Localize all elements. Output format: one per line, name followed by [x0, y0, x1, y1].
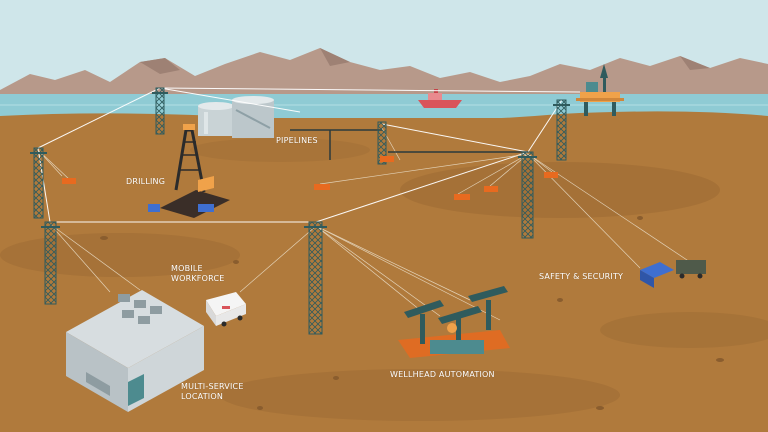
- label-multi-service-location: MULTI-SERVICE LOCATION: [181, 382, 244, 402]
- label-multi-service-line2: LOCATION: [181, 392, 224, 401]
- transmission-tower-icon: [304, 221, 327, 335]
- offshore-platform-icon: [576, 64, 624, 116]
- transmission-tower-icon: [377, 121, 387, 165]
- storage-tank-icon: [198, 96, 274, 138]
- pumpjack-icon: [62, 156, 558, 200]
- truck-icon: [640, 260, 706, 288]
- network-links: [37, 87, 581, 223]
- mountain-range: [0, 48, 768, 100]
- transmission-tower-icon: [553, 99, 570, 161]
- drilling-rig-icon: [148, 124, 230, 218]
- building-icon: [66, 290, 204, 412]
- pipeline: [290, 129, 528, 160]
- transmission-tower-icon: [152, 87, 168, 135]
- label-safety-security: SAFETY & SECURITY: [539, 272, 624, 281]
- ambulance-icon: [206, 292, 246, 327]
- rocks: [100, 216, 724, 410]
- transmission-tower-icon: [518, 151, 537, 239]
- label-wellhead-automation: WELLHEAD AUTOMATION: [390, 370, 495, 379]
- label-mobile-workforce: MOBILE WORKFORCE: [171, 264, 225, 284]
- label-multi-service-line1: MULTI-SERVICE: [181, 382, 244, 391]
- label-pipelines: PIPELINES: [276, 136, 318, 145]
- transmission-tower-icon: [30, 147, 47, 219]
- label-mobile-workforce-line1: MOBILE: [171, 264, 203, 273]
- label-drilling: DRILLING: [126, 177, 166, 186]
- transmission-tower-icon: [41, 221, 60, 305]
- label-mobile-workforce-line2: WORKFORCE: [171, 274, 225, 283]
- pumpjack-icon: [398, 286, 510, 358]
